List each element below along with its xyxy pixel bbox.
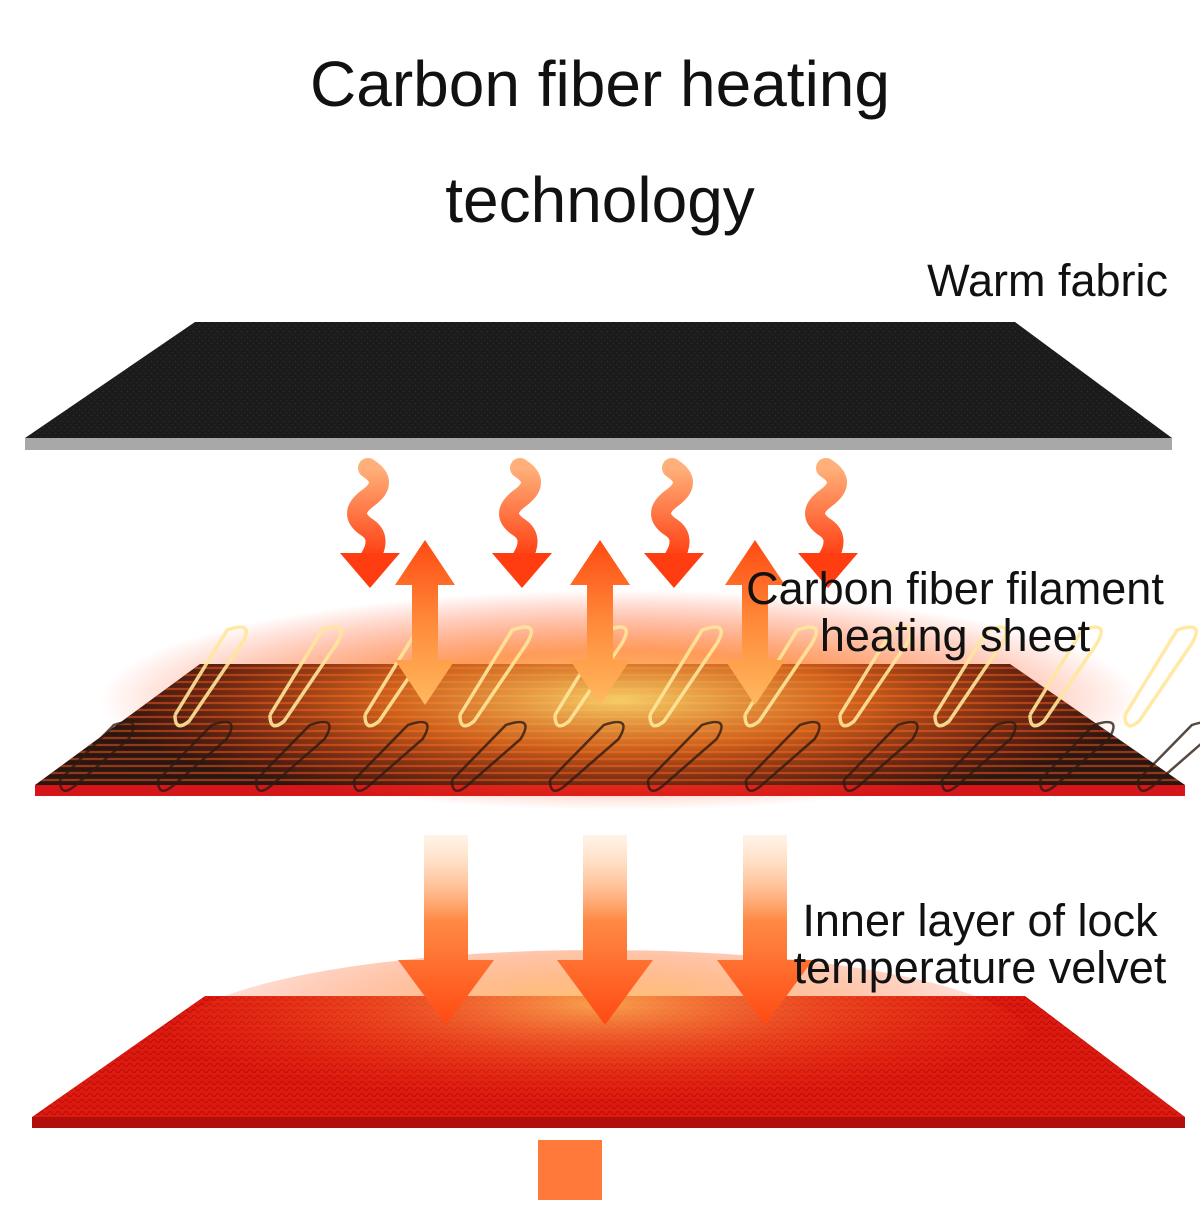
wavy-heat-arrow-icon <box>644 458 704 588</box>
bottom-arrow-stub <box>538 1140 602 1200</box>
double-headed-arrow-icon <box>570 540 630 705</box>
heating-glow <box>100 590 1140 810</box>
inner-velvet-label: Inner layer of lock temperature velvet <box>780 898 1180 990</box>
double-headed-arrow-icon <box>725 540 785 705</box>
filament-coil <box>1028 625 1103 728</box>
filament-coil <box>838 625 913 728</box>
filament-coil <box>1123 625 1198 728</box>
filament-coil <box>156 720 233 793</box>
inner-velvet-label-line-2: temperature velvet <box>793 942 1167 993</box>
filament-coil <box>648 625 723 728</box>
double-headed-arrow-shape <box>570 540 630 705</box>
down-arrow-shape <box>717 835 813 1025</box>
filament-coil <box>646 720 723 793</box>
heating-sheet-label-line-1: Carbon fiber filament <box>746 563 1164 614</box>
wavy-heat-arrow-icon <box>340 458 400 588</box>
down-arrow-shape <box>557 835 653 1025</box>
heating-sheet-label-line-2: heating sheet <box>819 610 1091 661</box>
heating-sheet-label: Carbon fiber filament heating sheet <box>735 566 1175 658</box>
filament-coil <box>933 625 1008 728</box>
wavy-heat-arrow-shaft <box>499 458 541 568</box>
warm-fabric-layer <box>25 322 1172 450</box>
double-headed-arrow-shape <box>725 540 785 705</box>
filament-coil <box>254 720 331 793</box>
down-arrow-shape <box>398 835 494 1025</box>
double-headed-arrow-shape <box>395 540 455 705</box>
heating-sheet-layer <box>35 590 1200 810</box>
wavy-heat-arrow-head <box>340 553 400 588</box>
inner-velvet-label-line-1: Inner layer of lock <box>802 895 1158 946</box>
inner-velvet-layer <box>32 950 1185 1130</box>
velvet-glow <box>170 950 1030 1130</box>
filament-coil <box>268 625 343 728</box>
down-arrow-icon <box>557 835 653 1025</box>
title-line-1: Carbon fiber heating <box>310 48 890 120</box>
filament-coil <box>548 720 625 793</box>
warm-fabric-label: Warm fabric <box>927 255 1168 306</box>
wavy-heat-arrow-shaft <box>347 458 389 568</box>
wavy-heat-arrow-head <box>644 553 704 588</box>
filament-coil <box>458 625 533 728</box>
wavy-heat-arrow-shaft <box>651 458 693 568</box>
filament-coil-icon <box>58 625 1200 793</box>
warm-fabric-edge <box>25 438 1172 450</box>
double-headed-arrow-icon <box>395 540 455 705</box>
title-line-2: technology <box>445 164 755 236</box>
down-arrow-icon <box>398 835 494 1025</box>
wavy-heat-arrow-icon <box>492 458 552 588</box>
filament-coil <box>842 720 919 793</box>
double-headed-arrows <box>395 540 785 705</box>
wavy-heat-arrows <box>340 458 858 588</box>
wavy-heat-arrow-head <box>798 553 858 588</box>
filament-coil <box>940 720 1017 793</box>
filament-coil <box>744 720 821 793</box>
down-arrows <box>398 835 813 1025</box>
wavy-heat-arrow-icon <box>798 458 858 588</box>
filament-coil <box>352 720 429 793</box>
filament-coil <box>1038 720 1115 793</box>
wavy-heat-arrow-head <box>492 553 552 588</box>
filament-coil <box>1136 721 1200 793</box>
filament-coil <box>450 720 527 793</box>
wavy-heat-arrow-shaft <box>805 458 847 568</box>
warm-fabric-surface <box>25 322 1172 438</box>
filament-coil <box>58 720 135 793</box>
filament-coil <box>553 625 628 728</box>
down-arrow-icon <box>717 835 813 1025</box>
filament-coil <box>743 625 818 728</box>
filament-coil <box>173 625 248 728</box>
